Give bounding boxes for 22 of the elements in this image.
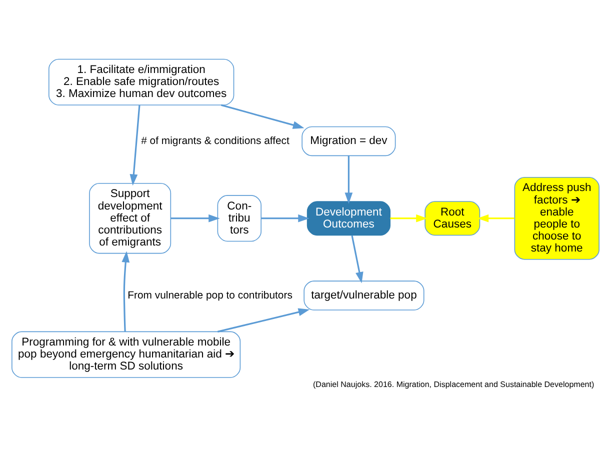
node-box: Address push factors ➔ enable people to choose to stay home	[514, 176, 600, 260]
arrow	[217, 308, 310, 332]
node-box: target/vulnerable pop	[304, 280, 424, 310]
arrow	[344, 155, 353, 204]
arrow	[261, 214, 310, 222]
arrow	[390, 214, 428, 222]
arrow	[170, 214, 220, 222]
caption: (Daniel Naujoks. 2016. Migration, Displacement and Sustainable Development)	[313, 380, 594, 389]
node-box: Root Causes	[424, 200, 480, 236]
node-box: Support development effect of contributions of emigrants	[89, 182, 172, 254]
arrow	[477, 214, 514, 222]
edge-label: # of migrants & conditions affect	[141, 135, 290, 146]
arrow	[220, 104, 304, 128]
arrow	[122, 250, 130, 332]
node-box: Migration = dev	[302, 126, 396, 156]
node-box: Development Outcomes	[306, 200, 390, 236]
edge-label: From vulnerable pop to contributors	[128, 290, 292, 301]
node-box: Programming for & with vulnerable mobile pop beyond emergency humanitarian aid ➔ long-term SD solutions	[12, 330, 241, 378]
arrow	[351, 234, 364, 283]
arrow	[130, 104, 140, 186]
node-box: Con- tribu tors	[217, 194, 262, 242]
node-box: 1. Facilitate e/immigration 2. Enable safe migration/routes 3. Maximize human dev outcomes	[48, 58, 234, 105]
